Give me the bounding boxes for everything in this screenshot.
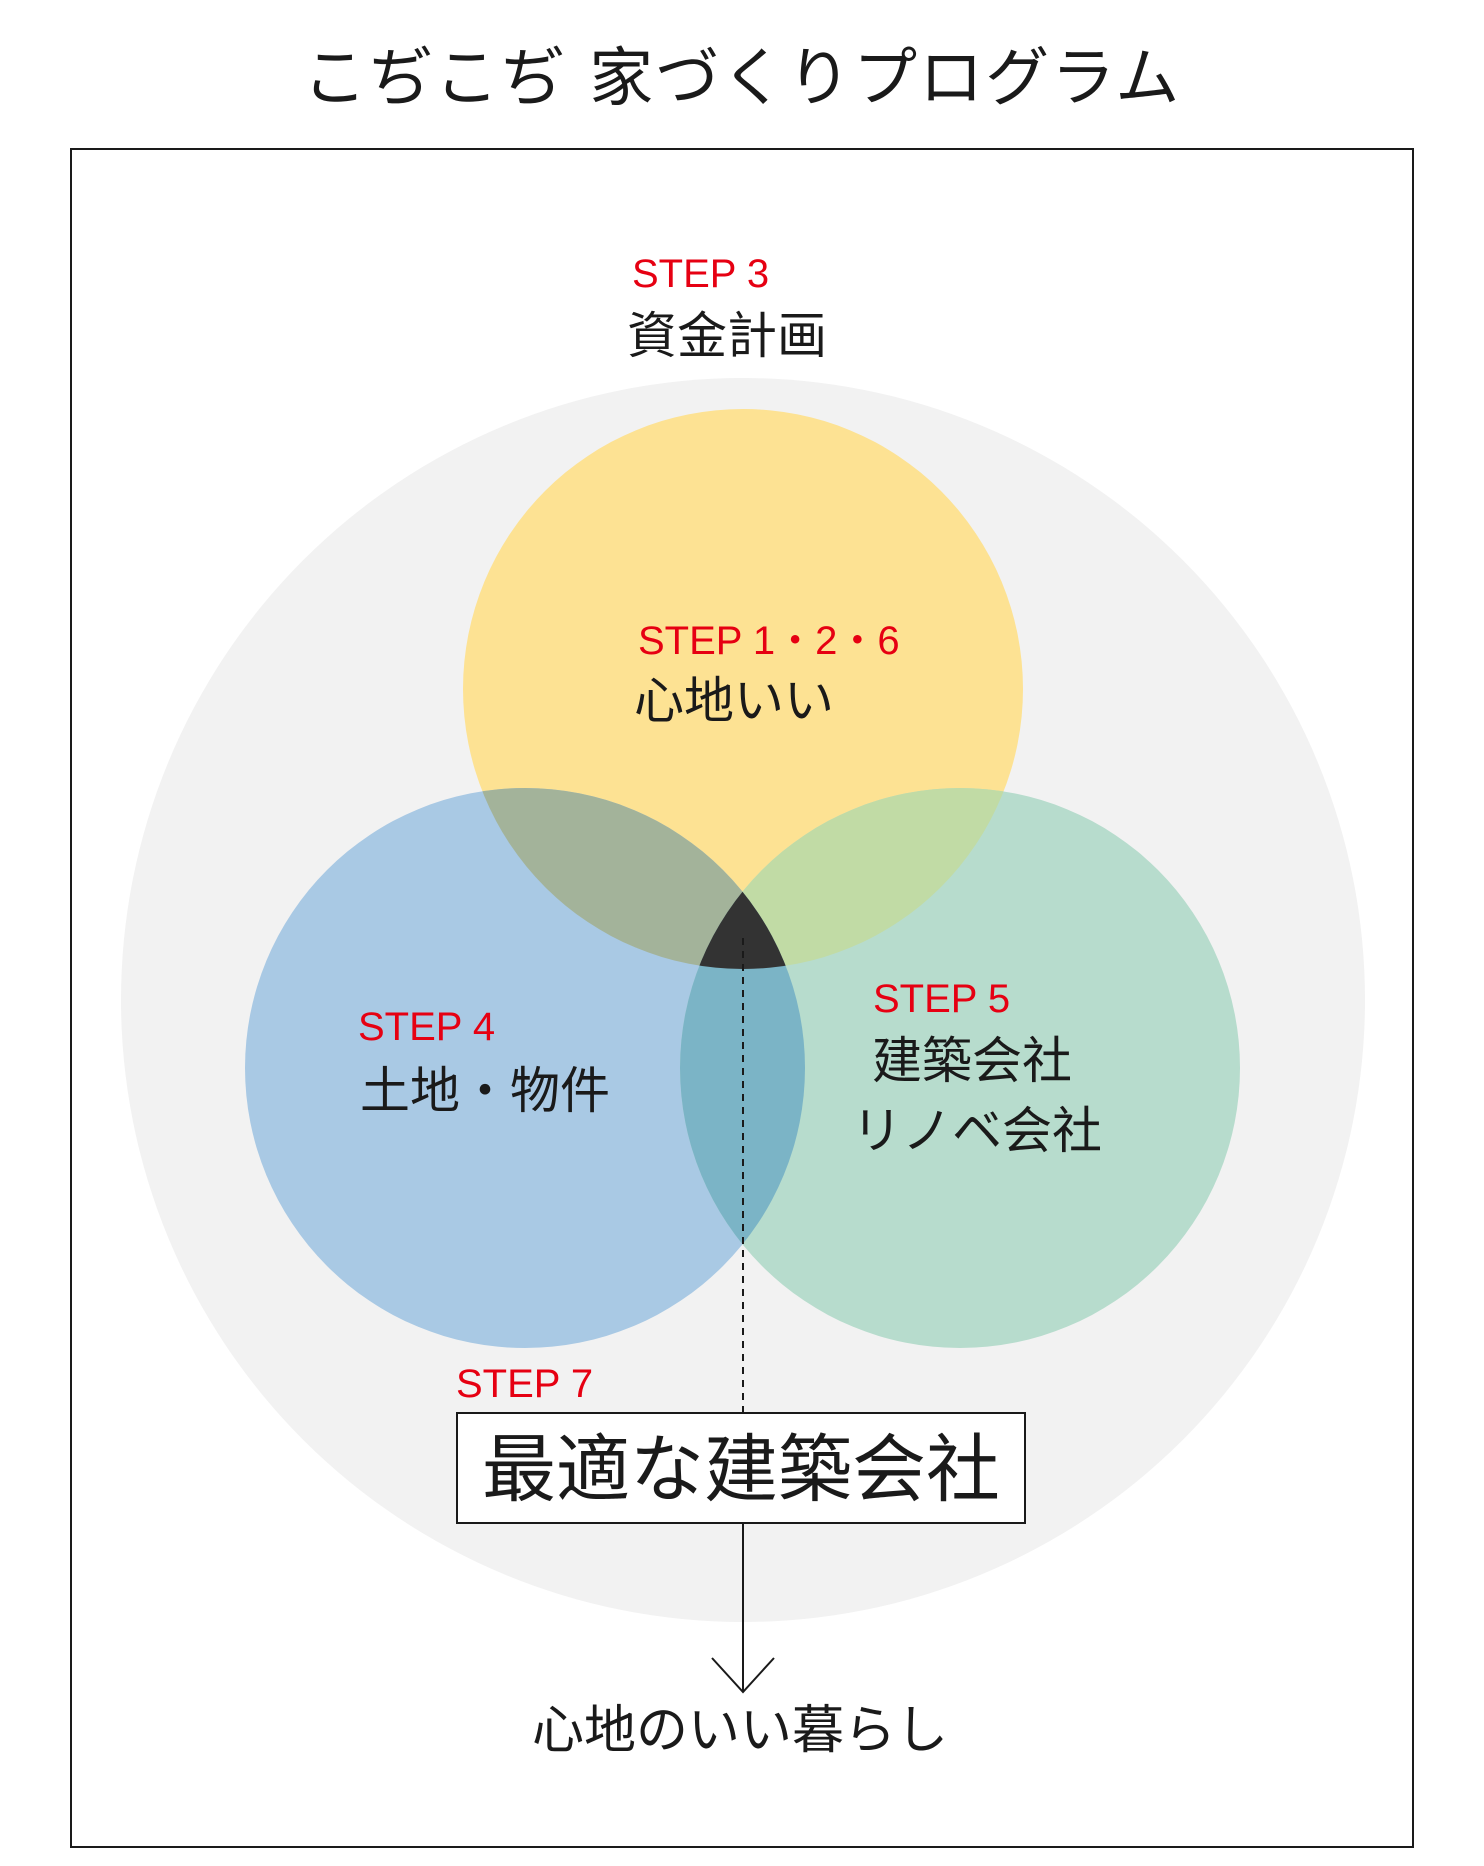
step-label-funding: STEP 3 [632, 252, 769, 296]
page-title: こぢこぢ 家づくりプログラム [303, 42, 1181, 116]
overlap-top-right [680, 788, 1023, 969]
overlap-top-left [463, 788, 805, 969]
builder-label-line2: リノベ会社 [852, 1102, 1102, 1160]
funding-label: 資金計画 [627, 307, 827, 365]
best-builder-box [456, 1412, 1026, 1524]
step-label-land: STEP 4 [358, 1005, 495, 1049]
diagram-frame [70, 148, 1414, 1848]
step-label-comfort: STEP 1・2・6 [638, 619, 900, 663]
builder-label-line1: 建築会社 [872, 1032, 1072, 1090]
best-builder-label: 最適な建築会社 [482, 1427, 1000, 1513]
result-label: 心地のいい暮らし [532, 1701, 948, 1761]
arrow-down-icon [711, 1657, 775, 1694]
land-label: 土地・物件 [360, 1062, 610, 1120]
step-label-builder: STEP 5 [873, 977, 1010, 1021]
comfort-label: 心地いい [634, 672, 834, 730]
step-label-best-builder: STEP 7 [456, 1362, 593, 1406]
